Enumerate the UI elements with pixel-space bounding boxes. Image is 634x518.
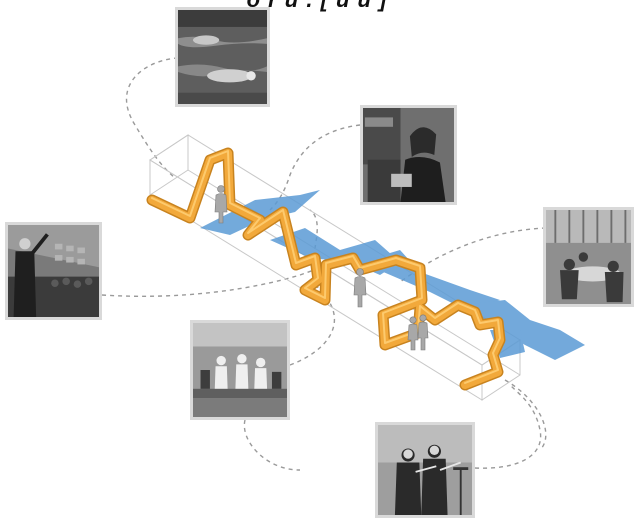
shadow-segment-1 (200, 190, 320, 235)
shadow-segment-4 (460, 300, 585, 360)
figure-single-2 (353, 268, 367, 308)
photo-swimmer (175, 7, 270, 107)
connector-lab (289, 209, 336, 366)
volume-back-edge (187, 169, 521, 376)
human-figures (214, 185, 429, 351)
connector-right-loop (504, 379, 547, 451)
connector-lab-left (243, 419, 301, 471)
photo-barista (360, 105, 457, 205)
figure-pair (407, 314, 429, 351)
connector-swimmer (125, 57, 179, 179)
sinuous-path (146, 147, 506, 391)
path-highlight (151, 150, 501, 384)
figure-single-1 (214, 185, 228, 224)
connector-barista (269, 124, 361, 211)
photo-laboratory (190, 320, 290, 420)
volume-back-end (149, 134, 189, 196)
photo-conductor (5, 222, 102, 320)
connector-quartet (474, 384, 542, 469)
photo-string-quartet (375, 422, 475, 518)
photo-cafeteria (543, 207, 634, 307)
